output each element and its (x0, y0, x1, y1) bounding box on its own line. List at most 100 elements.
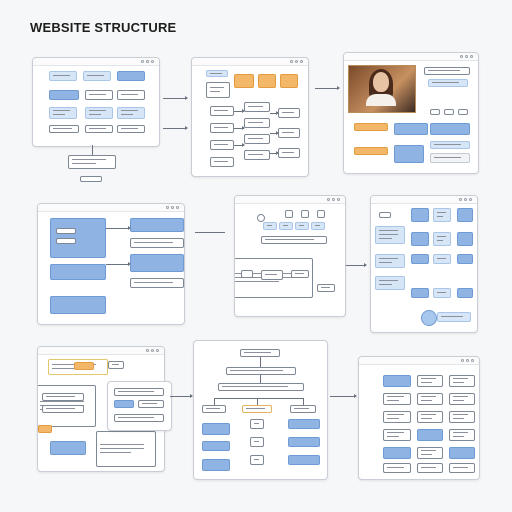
table-cell (449, 429, 475, 441)
placeholder-text-line (100, 448, 145, 449)
placeholder-text-line (453, 396, 469, 397)
nav-box (49, 71, 77, 81)
placeholder-text-line (387, 432, 404, 433)
grid-box (375, 254, 405, 268)
placeholder-text-line (121, 110, 138, 111)
placeholder-text-line (421, 418, 432, 419)
placeholder-text-line (379, 262, 393, 263)
page-box (288, 419, 320, 429)
placeholder-text-line (387, 396, 404, 397)
placeholder-text-line (421, 382, 432, 383)
label-box (279, 222, 293, 230)
page-box (202, 459, 230, 471)
small-box (444, 109, 454, 115)
placeholder-text-line (121, 94, 138, 95)
table-cell (417, 429, 443, 441)
footer-box (85, 125, 113, 133)
window-control-icon (337, 198, 340, 201)
node-box (210, 140, 234, 150)
wireframe-window-home (32, 57, 160, 147)
icon-node (257, 214, 265, 222)
placeholder-text-line (421, 414, 437, 415)
footer-box (49, 125, 79, 133)
node-box (242, 405, 272, 413)
placeholder-text-line (295, 273, 304, 274)
placeholder-text-line (453, 382, 464, 383)
grid-box (411, 232, 429, 246)
arrow (106, 262, 131, 266)
arrow (270, 151, 279, 155)
small-box (430, 109, 440, 115)
list-item (130, 218, 184, 232)
bar-box (261, 236, 327, 244)
grid-box (411, 208, 429, 222)
grid-box (433, 288, 451, 298)
table-cell (417, 463, 443, 473)
table-cell (449, 463, 475, 473)
window-control-icon (471, 359, 474, 362)
feature-box (280, 74, 298, 88)
window-titlebar (371, 196, 477, 204)
window-control-icon (332, 198, 335, 201)
nav-box (206, 70, 228, 77)
grid-box (457, 254, 473, 264)
placeholder-text-line (89, 94, 106, 95)
node-box (244, 118, 270, 128)
icon-node (285, 210, 293, 218)
feature-box (234, 74, 254, 88)
placeholder-text-line (230, 370, 283, 371)
placeholder-text-line (142, 403, 158, 404)
page-box (288, 437, 320, 447)
item-box (114, 388, 164, 396)
placeholder-text-line (453, 400, 464, 401)
placeholder-text-line (299, 225, 305, 226)
section-box (49, 90, 79, 100)
label-box (295, 222, 309, 230)
table-cell (383, 393, 411, 405)
node-box (244, 102, 270, 112)
window-control-icon (466, 359, 469, 362)
page-box (250, 419, 264, 429)
cta-box (354, 147, 388, 155)
placeholder-text-line (53, 128, 72, 129)
placeholder-text-line (432, 82, 460, 83)
cta-box (354, 123, 388, 131)
wireframe-window-list (37, 203, 185, 325)
grid-box (433, 232, 451, 246)
node-box (291, 270, 309, 278)
placeholder-text-line (248, 154, 264, 155)
node-box (202, 405, 226, 413)
wireframe-window-table (358, 356, 480, 480)
wireframe-window-profile (343, 52, 479, 174)
placeholder-text-line (112, 364, 119, 365)
placeholder-text-line (87, 75, 104, 76)
node-box (210, 123, 234, 133)
page-box (202, 441, 230, 451)
window-titlebar (192, 58, 308, 66)
placeholder-text-line (53, 110, 70, 111)
card-box (430, 141, 470, 149)
placeholder-text-line (453, 378, 469, 379)
window-control-icon (156, 349, 159, 352)
item-box (114, 414, 164, 422)
item-box (114, 400, 134, 408)
arrow (234, 109, 245, 113)
window-control-icon (290, 60, 293, 63)
card-box (394, 145, 424, 163)
placeholder-text-line (206, 408, 220, 409)
placeholder-text-line (248, 122, 264, 123)
placeholder-text-line (437, 240, 443, 241)
placeholder-text-line (428, 70, 461, 71)
grid-box (457, 232, 473, 246)
node-box (206, 82, 230, 98)
small-box (458, 109, 468, 115)
item-box (379, 212, 391, 218)
placeholder-text-line (434, 157, 462, 158)
window-control-icon (151, 349, 154, 352)
table-cell (383, 429, 411, 441)
placeholder-text-line (40, 401, 85, 402)
nav-box (83, 71, 111, 81)
panel-box (50, 264, 106, 280)
panel-box (50, 296, 106, 314)
card-box (394, 123, 428, 135)
